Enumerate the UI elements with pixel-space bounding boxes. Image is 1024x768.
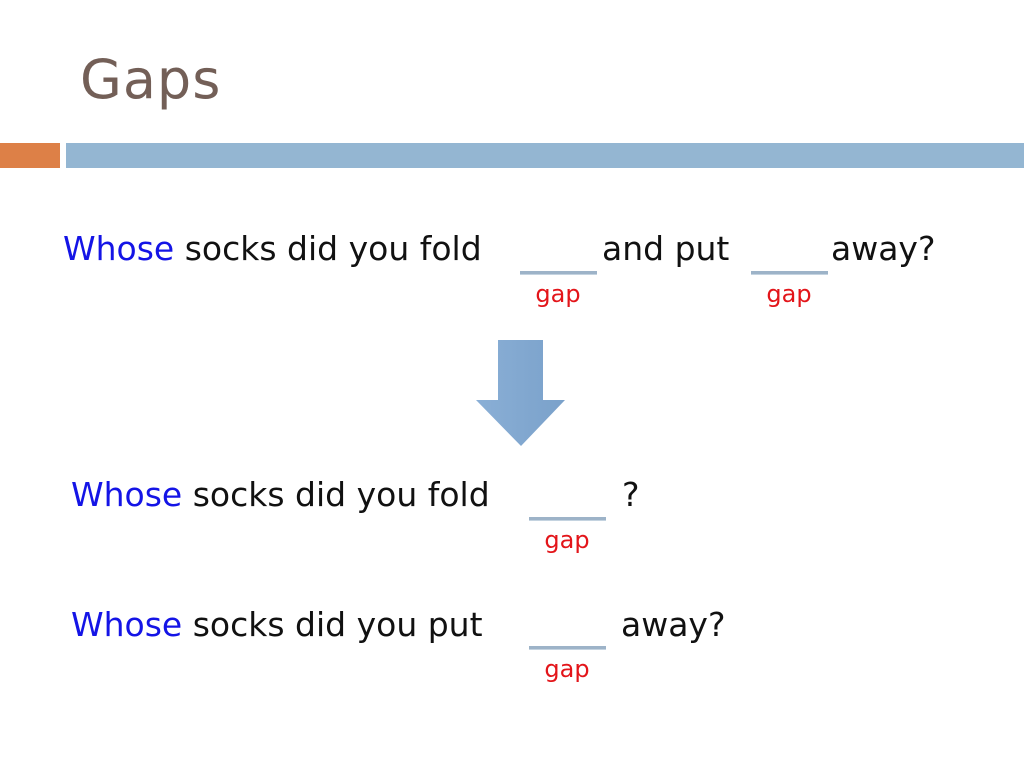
gap-label: gap (535, 280, 581, 308)
gap-label: gap (544, 526, 590, 554)
down-arrow-icon (476, 340, 565, 446)
sentence-text: socks did you put (182, 605, 483, 644)
wh-word: Whose (63, 229, 175, 268)
sentence-text: socks did you fold (182, 475, 490, 514)
sentence-text: socks did you fold (174, 229, 482, 268)
accent-bar-orange (0, 143, 60, 168)
gap-line (529, 517, 606, 521)
wh-word: Whose (71, 605, 183, 644)
gap-line (520, 271, 597, 275)
gap-label: gap (766, 280, 812, 308)
sentence-2-start: Whose socks did you fold (71, 478, 490, 511)
accent-bar-blue (66, 143, 1024, 168)
gap-line (751, 271, 828, 275)
gap-line (529, 646, 606, 650)
sentence-2-end: ? (622, 475, 640, 514)
sentence-3-start: Whose socks did you put (71, 608, 483, 641)
wh-word: Whose (71, 475, 183, 514)
sentence-1-middle: and put (602, 229, 730, 268)
gap-label: gap (544, 655, 590, 683)
slide-title: Gaps (80, 48, 222, 111)
sentence-1-start: Whose socks did you fold (63, 232, 482, 265)
sentence-3-end: away? (621, 605, 726, 644)
sentence-1-end: away? (831, 229, 936, 268)
